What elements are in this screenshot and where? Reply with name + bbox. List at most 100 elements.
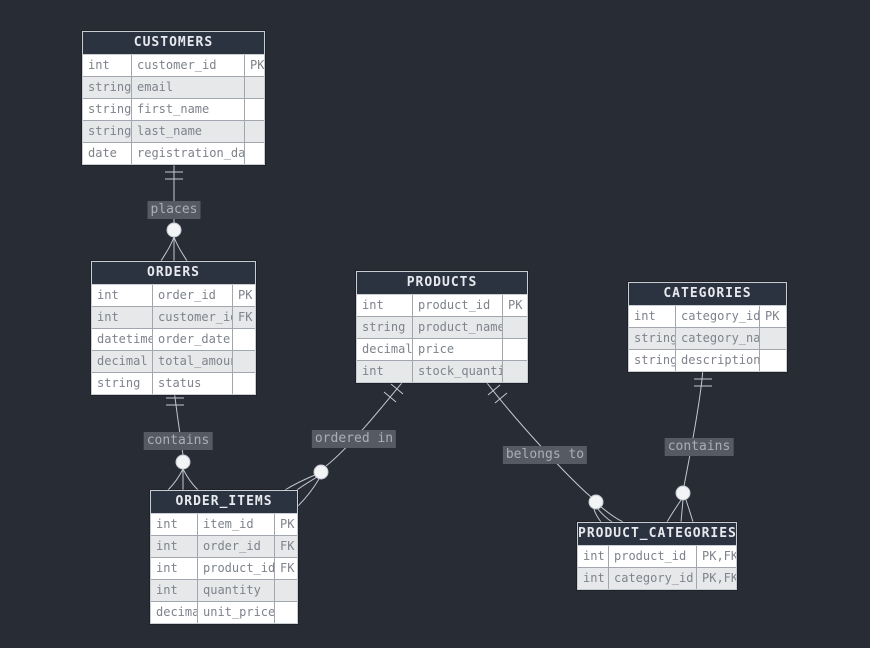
relationship-line-products-orderitems[interactable] bbox=[284, 378, 406, 507]
entity-rows: int product_id PK string product_name de… bbox=[357, 295, 527, 382]
cardinality-one-marks bbox=[383, 383, 404, 403]
entity-orders[interactable]: ORDERS int order_id PK int customer_id F… bbox=[91, 261, 256, 395]
relationship-label-belongs-to[interactable]: belongs to bbox=[502, 446, 588, 464]
column-name: total_amount bbox=[152, 351, 232, 372]
column-type: int bbox=[583, 571, 605, 585]
column-type: string bbox=[362, 320, 406, 334]
column-type: string bbox=[634, 353, 675, 367]
column-name: order_id bbox=[197, 536, 274, 557]
column-key: PK,FK bbox=[696, 546, 736, 567]
column-key: PK bbox=[274, 514, 297, 535]
column-type: int bbox=[88, 58, 110, 72]
column-name: product_id bbox=[197, 558, 274, 579]
table-row: date registration_date bbox=[83, 142, 264, 164]
entity-title: PRODUCT_CATEGORIES bbox=[578, 523, 736, 546]
entity-title: ORDERS bbox=[92, 262, 255, 285]
column-name: first_name bbox=[131, 99, 244, 120]
entity-product-categories[interactable]: PRODUCT_CATEGORIES int product_id PK,FK … bbox=[577, 522, 737, 590]
column-name: category_name bbox=[675, 328, 759, 349]
table-row: int order_id FK bbox=[151, 535, 297, 557]
column-key bbox=[232, 351, 255, 372]
column-type: int bbox=[156, 561, 178, 575]
entity-title: CATEGORIES bbox=[629, 283, 786, 306]
entity-title: PRODUCTS bbox=[357, 272, 527, 295]
entity-rows: int product_id PK,FK int category_id PK,… bbox=[578, 546, 736, 589]
column-name: quantity bbox=[197, 580, 274, 601]
column-type: string bbox=[88, 124, 131, 138]
column-type: string bbox=[88, 102, 131, 116]
column-type: decimal bbox=[362, 342, 412, 356]
table-row: string email bbox=[83, 76, 264, 98]
table-row: string product_name bbox=[357, 316, 527, 338]
column-type: string bbox=[634, 331, 675, 345]
entity-customers[interactable]: CUSTOMERS int customer_id PK string emai… bbox=[82, 31, 265, 165]
relationship-label-places[interactable]: places bbox=[147, 201, 201, 219]
table-row: datetime order_date bbox=[92, 328, 255, 350]
table-row: decimal total_amount bbox=[92, 350, 255, 372]
column-name: email bbox=[131, 77, 244, 98]
table-row: decimal unit_price bbox=[151, 601, 297, 623]
column-key: PK bbox=[232, 285, 255, 306]
relationship-label-contains-orders[interactable]: contains bbox=[143, 432, 213, 450]
column-type: int bbox=[634, 309, 656, 323]
entity-rows: int customer_id PK string email string f… bbox=[83, 55, 264, 164]
column-key: PK bbox=[502, 295, 527, 316]
column-name: product_name bbox=[412, 317, 502, 338]
entity-rows: int category_id PK string category_name … bbox=[629, 306, 786, 371]
column-type: int bbox=[156, 517, 178, 531]
entity-rows: int item_id PK int order_id FK int produ… bbox=[151, 514, 297, 623]
table-row: int product_id FK bbox=[151, 557, 297, 579]
column-key bbox=[502, 339, 527, 360]
entity-products[interactable]: PRODUCTS int product_id PK string produc… bbox=[356, 271, 528, 383]
column-name: stock_quantity bbox=[412, 361, 502, 382]
relationship-line-products-productcategories[interactable] bbox=[483, 378, 624, 523]
crow-foot bbox=[167, 468, 199, 491]
column-name: description bbox=[675, 350, 759, 371]
column-key bbox=[274, 580, 297, 601]
table-row: int customer_id FK bbox=[92, 306, 255, 328]
column-type: int bbox=[97, 310, 119, 324]
column-key bbox=[502, 361, 527, 382]
column-name: item_id bbox=[197, 514, 274, 535]
entity-categories[interactable]: CATEGORIES int category_id PK string cat… bbox=[628, 282, 787, 372]
column-name: customer_id bbox=[131, 55, 244, 76]
column-name: price bbox=[412, 339, 502, 360]
column-type: int bbox=[156, 583, 178, 597]
cardinality-zero-circle bbox=[313, 464, 329, 480]
column-key: PK bbox=[244, 55, 264, 76]
table-row: string description bbox=[629, 349, 786, 371]
column-name: customer_id bbox=[152, 307, 232, 328]
relationship-label-ordered-in[interactable]: ordered in bbox=[311, 430, 397, 448]
column-name: registration_date bbox=[131, 143, 244, 164]
relationship-label-contains-categories[interactable]: contains bbox=[664, 438, 734, 456]
column-key bbox=[232, 373, 255, 394]
table-row: int item_id PK bbox=[151, 514, 297, 535]
entity-title: CUSTOMERS bbox=[83, 32, 264, 55]
entity-order-items[interactable]: ORDER_ITEMS int item_id PK int order_id … bbox=[150, 490, 298, 624]
column-name: status bbox=[152, 373, 232, 394]
column-key bbox=[759, 350, 786, 371]
column-type: int bbox=[583, 549, 605, 563]
column-key: PK bbox=[759, 306, 786, 327]
column-key bbox=[759, 328, 786, 349]
column-type: string bbox=[97, 376, 141, 390]
relationship-line-categories-productcategories[interactable] bbox=[666, 367, 712, 523]
column-type: string bbox=[88, 80, 131, 94]
table-row: int quantity bbox=[151, 579, 297, 601]
column-key: FK bbox=[232, 307, 255, 328]
column-name: order_id bbox=[152, 285, 232, 306]
relationship-line-orders-orderitems[interactable] bbox=[166, 388, 199, 491]
column-name: category_id bbox=[608, 568, 696, 589]
cardinality-one-marks bbox=[165, 171, 183, 180]
cardinality-one-marks bbox=[694, 378, 712, 387]
column-key: FK bbox=[274, 558, 297, 579]
column-key bbox=[244, 143, 264, 164]
column-name: product_id bbox=[608, 546, 696, 567]
cardinality-zero-circle bbox=[166, 222, 182, 238]
table-row: int customer_id PK bbox=[83, 55, 264, 76]
column-type: decimal bbox=[97, 354, 148, 368]
column-key bbox=[244, 99, 264, 120]
column-name: category_id bbox=[675, 306, 759, 327]
